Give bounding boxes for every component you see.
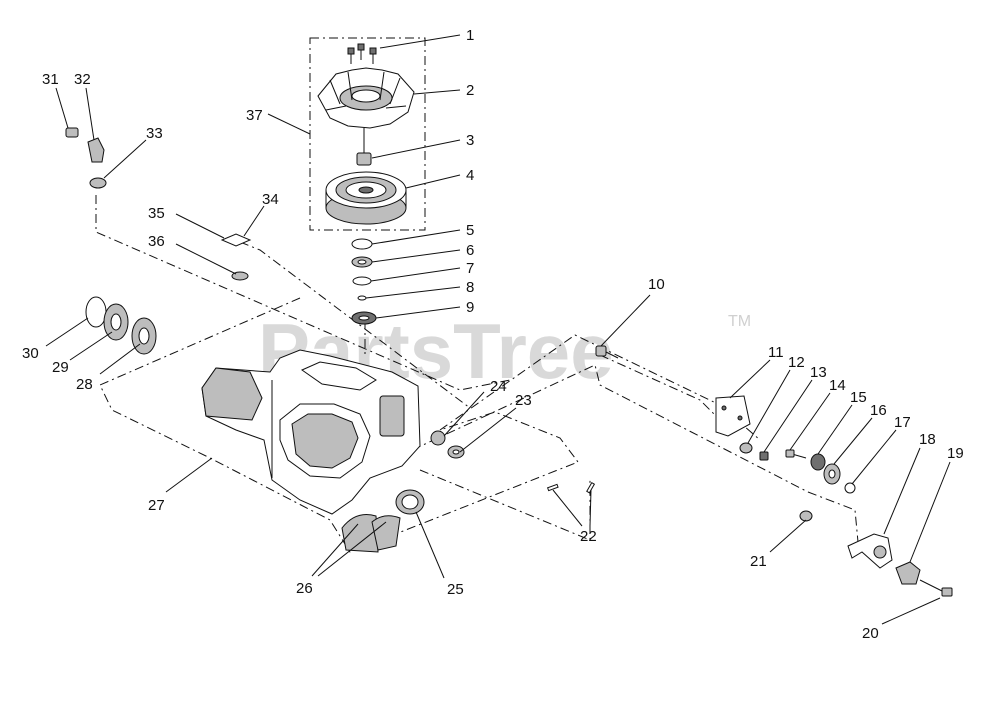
callout-14: 14 xyxy=(829,377,846,394)
mounting-plate xyxy=(715,395,751,437)
callout-23: 23 xyxy=(515,392,532,409)
callout-2: 2 xyxy=(466,82,474,99)
baffle-plates xyxy=(341,514,401,553)
transaxle-housing xyxy=(201,349,421,515)
callout-33: 33 xyxy=(146,125,163,142)
fitting-assembly xyxy=(65,127,107,189)
assembly-line-pins xyxy=(419,469,591,541)
cooling-fan xyxy=(317,67,415,129)
assembly-line-fitting xyxy=(95,195,511,391)
callout-6: 6 xyxy=(466,242,474,259)
callout-32: 32 xyxy=(74,71,91,88)
o-ring xyxy=(352,276,372,286)
pivot-bolt xyxy=(919,579,953,597)
callout-10: 10 xyxy=(648,276,665,293)
callout-21: 21 xyxy=(750,553,767,570)
callout-labels: 1 2 3 4 5 6 7 8 9 10 11 12 13 14 15 16 1… xyxy=(22,27,964,642)
callout-35: 35 xyxy=(148,205,165,222)
callout-15: 15 xyxy=(850,389,867,406)
callout-27: 27 xyxy=(148,497,165,514)
callout-9: 9 xyxy=(466,299,474,316)
shaft-seal xyxy=(351,311,377,325)
callout-17: 17 xyxy=(894,414,911,431)
callout-3: 3 xyxy=(466,132,474,149)
watermark-trademark: TM xyxy=(728,313,751,330)
callout-1: 1 xyxy=(466,27,474,44)
small-ring xyxy=(357,295,367,301)
pulley xyxy=(325,171,407,225)
control-arm xyxy=(847,533,893,569)
assembly-line-washer xyxy=(239,241,471,409)
spacer-nut xyxy=(739,442,769,461)
callout-13: 13 xyxy=(810,364,827,381)
callout-36: 36 xyxy=(148,233,165,250)
assembly-line-plate xyxy=(439,334,761,441)
assembly-line-bracket xyxy=(807,491,859,543)
parts xyxy=(65,43,953,597)
callout-24: 24 xyxy=(490,378,507,395)
callout-18: 18 xyxy=(919,431,936,448)
callout-11: 11 xyxy=(768,344,784,361)
callout-16: 16 xyxy=(870,402,887,419)
roll-pins xyxy=(546,481,596,494)
callout-31: 31 xyxy=(42,71,59,88)
callout-4: 4 xyxy=(466,167,474,184)
callout-28: 28 xyxy=(76,376,93,393)
flat-washer xyxy=(799,510,813,522)
arm-bearing-set xyxy=(785,449,856,494)
callout-22: 22 xyxy=(580,528,597,545)
nut xyxy=(356,128,372,166)
group-outline-housing xyxy=(99,297,579,553)
callout-7: 7 xyxy=(466,260,474,277)
snap-ring xyxy=(351,238,373,250)
assembly-lines xyxy=(95,37,859,553)
pivot-block xyxy=(895,561,921,585)
callout-12: 12 xyxy=(788,354,805,371)
callout-34: 34 xyxy=(262,191,279,208)
axle-bushing xyxy=(395,489,425,515)
callout-19: 19 xyxy=(947,445,964,462)
group-box-fan-pulley xyxy=(309,37,426,231)
axle-bearing-set xyxy=(85,296,157,355)
callout-25: 25 xyxy=(447,581,464,598)
assembly-line-bolt xyxy=(599,354,721,421)
callout-8: 8 xyxy=(466,279,474,296)
callout-26: 26 xyxy=(296,580,313,597)
screw-set xyxy=(347,43,377,64)
callout-5: 5 xyxy=(466,222,474,239)
washer-large xyxy=(351,256,373,268)
bracket-clip xyxy=(220,233,252,281)
leader-lines xyxy=(45,34,951,625)
bushing-washer xyxy=(430,430,465,459)
callout-37: 37 xyxy=(246,107,263,124)
callout-30: 30 xyxy=(22,345,39,362)
callout-29: 29 xyxy=(52,359,69,376)
callout-20: 20 xyxy=(862,625,879,642)
assembly-line-arm xyxy=(394,364,809,493)
